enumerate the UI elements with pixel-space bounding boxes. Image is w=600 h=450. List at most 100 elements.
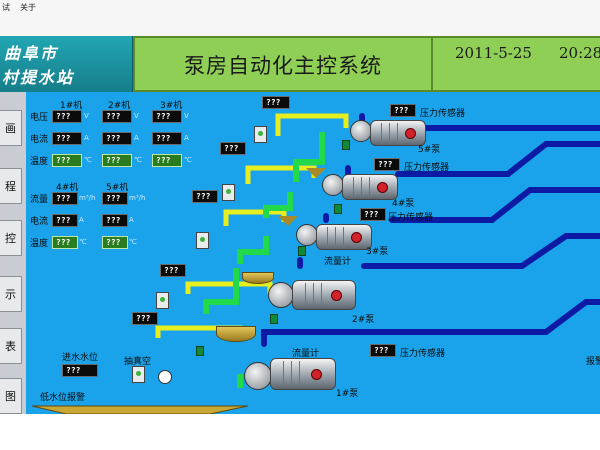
- motor-3[interactable]: [316, 224, 372, 250]
- unit-temperature-5: ℃: [129, 238, 137, 246]
- valve-1[interactable]: [196, 346, 204, 356]
- inlet-level-readout: ???: [62, 364, 98, 377]
- footer-strip: [0, 414, 600, 450]
- nav-item-report[interactable]: 表: [0, 328, 22, 364]
- valve-3[interactable]: [298, 246, 306, 256]
- vacuum-switch-3[interactable]: [196, 232, 209, 249]
- low-level-alarm-label: 低水位报警: [40, 393, 86, 403]
- nav-item-chart[interactable]: 图: [0, 378, 22, 414]
- valve-5[interactable]: [342, 140, 350, 150]
- current-readout-3: ???: [152, 132, 182, 145]
- unit-temperature-1: ℃: [84, 156, 92, 164]
- temperature-readout-4: ???: [52, 236, 78, 249]
- nav-item-screen[interactable]: 画: [0, 110, 22, 146]
- pressure-sensor-4: 压力传感器: [404, 163, 450, 173]
- unit-temperature-2: ℃: [134, 156, 142, 164]
- vacuum-switch-4[interactable]: [222, 184, 235, 201]
- nav-item-control[interactable]: 控: [0, 220, 22, 256]
- valve-4[interactable]: [334, 204, 342, 214]
- discharge-pipe-4: [395, 141, 600, 177]
- temperature-readout-5: ???: [102, 236, 128, 249]
- motor-5[interactable]: [370, 120, 426, 146]
- pump-body-1[interactable]: [244, 362, 272, 390]
- pump-body-2[interactable]: [268, 282, 294, 308]
- menu-item-test[interactable]: 试: [2, 3, 10, 12]
- unit-flow-4: m³/h: [79, 194, 96, 202]
- pump-label-2: 2#泵: [352, 315, 375, 325]
- meter-head-3: 3#机: [160, 101, 183, 111]
- unit-flow-5: m³/h: [129, 194, 146, 202]
- funnel-5: [306, 168, 326, 178]
- current-readout-1: ???: [52, 132, 82, 145]
- pressure-readout-3: ???: [360, 208, 386, 221]
- bowl-2: [216, 326, 256, 342]
- temperature-readout-3: ???: [152, 154, 182, 167]
- label-current-1: 电流: [30, 135, 49, 145]
- nav-item-display[interactable]: 示: [0, 276, 22, 312]
- unit-current-4: A: [79, 216, 84, 224]
- suction-pipe-4: [263, 192, 293, 218]
- vacuum-pipe-4: [245, 165, 317, 184]
- vacuum-switch-1[interactable]: [132, 366, 145, 383]
- vacuum-pipe-5: [275, 113, 349, 136]
- funnel-4: [278, 216, 298, 226]
- suction-pipe-3: [237, 236, 269, 264]
- motor-4[interactable]: [342, 174, 398, 200]
- flowmeter-label-2: 流量计: [292, 349, 320, 359]
- low-reservoir: [31, 405, 249, 414]
- pump3-readout-top: ???: [192, 190, 218, 203]
- date-readout: 2011-5-25: [455, 44, 532, 62]
- meter-head-4: 4#机: [56, 183, 79, 193]
- pump-body-5[interactable]: [350, 120, 372, 142]
- current-readout-2: ???: [102, 132, 132, 145]
- unit-temperature-4: ℃: [79, 238, 87, 246]
- temperature-readout-2: ???: [102, 154, 132, 167]
- pump1-readout-top: ???: [132, 312, 158, 325]
- discharge-riser-1: [261, 329, 347, 347]
- pump-label-4: 4#泵: [392, 199, 415, 209]
- pressure-readout-5: ???: [390, 104, 416, 117]
- current-readout-4: ???: [52, 214, 78, 227]
- menu-item-about[interactable]: 关于: [20, 3, 36, 12]
- pump2-readout-top: ???: [160, 264, 186, 277]
- vacuum-pipe-2: [185, 281, 273, 294]
- pressure-sensor-1: 压力传感器: [400, 349, 446, 359]
- discharge-pipe-1: [341, 299, 600, 335]
- vacuum-switch-5[interactable]: [254, 126, 267, 143]
- logo-line-2: 村提水站: [2, 68, 75, 87]
- title-banner: 泵房自动化主控系统: [133, 36, 433, 92]
- pump-label-1: 1#泵: [336, 389, 359, 399]
- unit-current-5: A: [129, 216, 134, 224]
- valve-2[interactable]: [270, 314, 278, 324]
- flow-readout-4: ???: [52, 192, 78, 205]
- voltage-readout-2: ???: [102, 110, 132, 123]
- label-temperature-4: 温度: [30, 239, 49, 249]
- meter-head-5: 5#机: [106, 183, 129, 193]
- vacuum-pipe-3: [223, 209, 287, 226]
- unit-voltage-2: V: [134, 112, 139, 120]
- logo-line-1: 曲阜市: [4, 44, 59, 63]
- motor-2[interactable]: [292, 280, 356, 310]
- alarm-label-edge[interactable]: 报警: [586, 357, 600, 367]
- pump-body-4[interactable]: [322, 174, 344, 196]
- pump4-readout-top: ???: [220, 142, 246, 155]
- label-flow-4: 流量: [30, 195, 49, 205]
- voltage-readout-1: ???: [52, 110, 82, 123]
- vacuum-switch-2[interactable]: [156, 292, 169, 309]
- pump-body-3[interactable]: [296, 224, 318, 246]
- pressure-sensor-3: 压力传感器: [388, 213, 434, 223]
- label-current-4: 电流: [30, 217, 49, 227]
- page-title: 泵房自动化主控系统: [184, 54, 382, 78]
- motor-1[interactable]: [270, 358, 336, 390]
- unit-current-3: A: [184, 134, 189, 142]
- nav-item-process[interactable]: 程: [0, 168, 22, 204]
- label-temperature-1: 温度: [30, 157, 49, 167]
- meter-head-1: 1#机: [60, 101, 83, 111]
- temperature-readout-1: ???: [52, 154, 82, 167]
- menu-bar: 试 关于: [0, 0, 600, 37]
- datetime-banner: 2011-5-25 20:28: [433, 36, 600, 92]
- pump-label-3: 3#泵: [366, 247, 389, 257]
- flowmeter-label-3: 流量计: [324, 257, 352, 267]
- voltage-readout-3: ???: [152, 110, 182, 123]
- meter-head-2: 2#机: [108, 101, 131, 111]
